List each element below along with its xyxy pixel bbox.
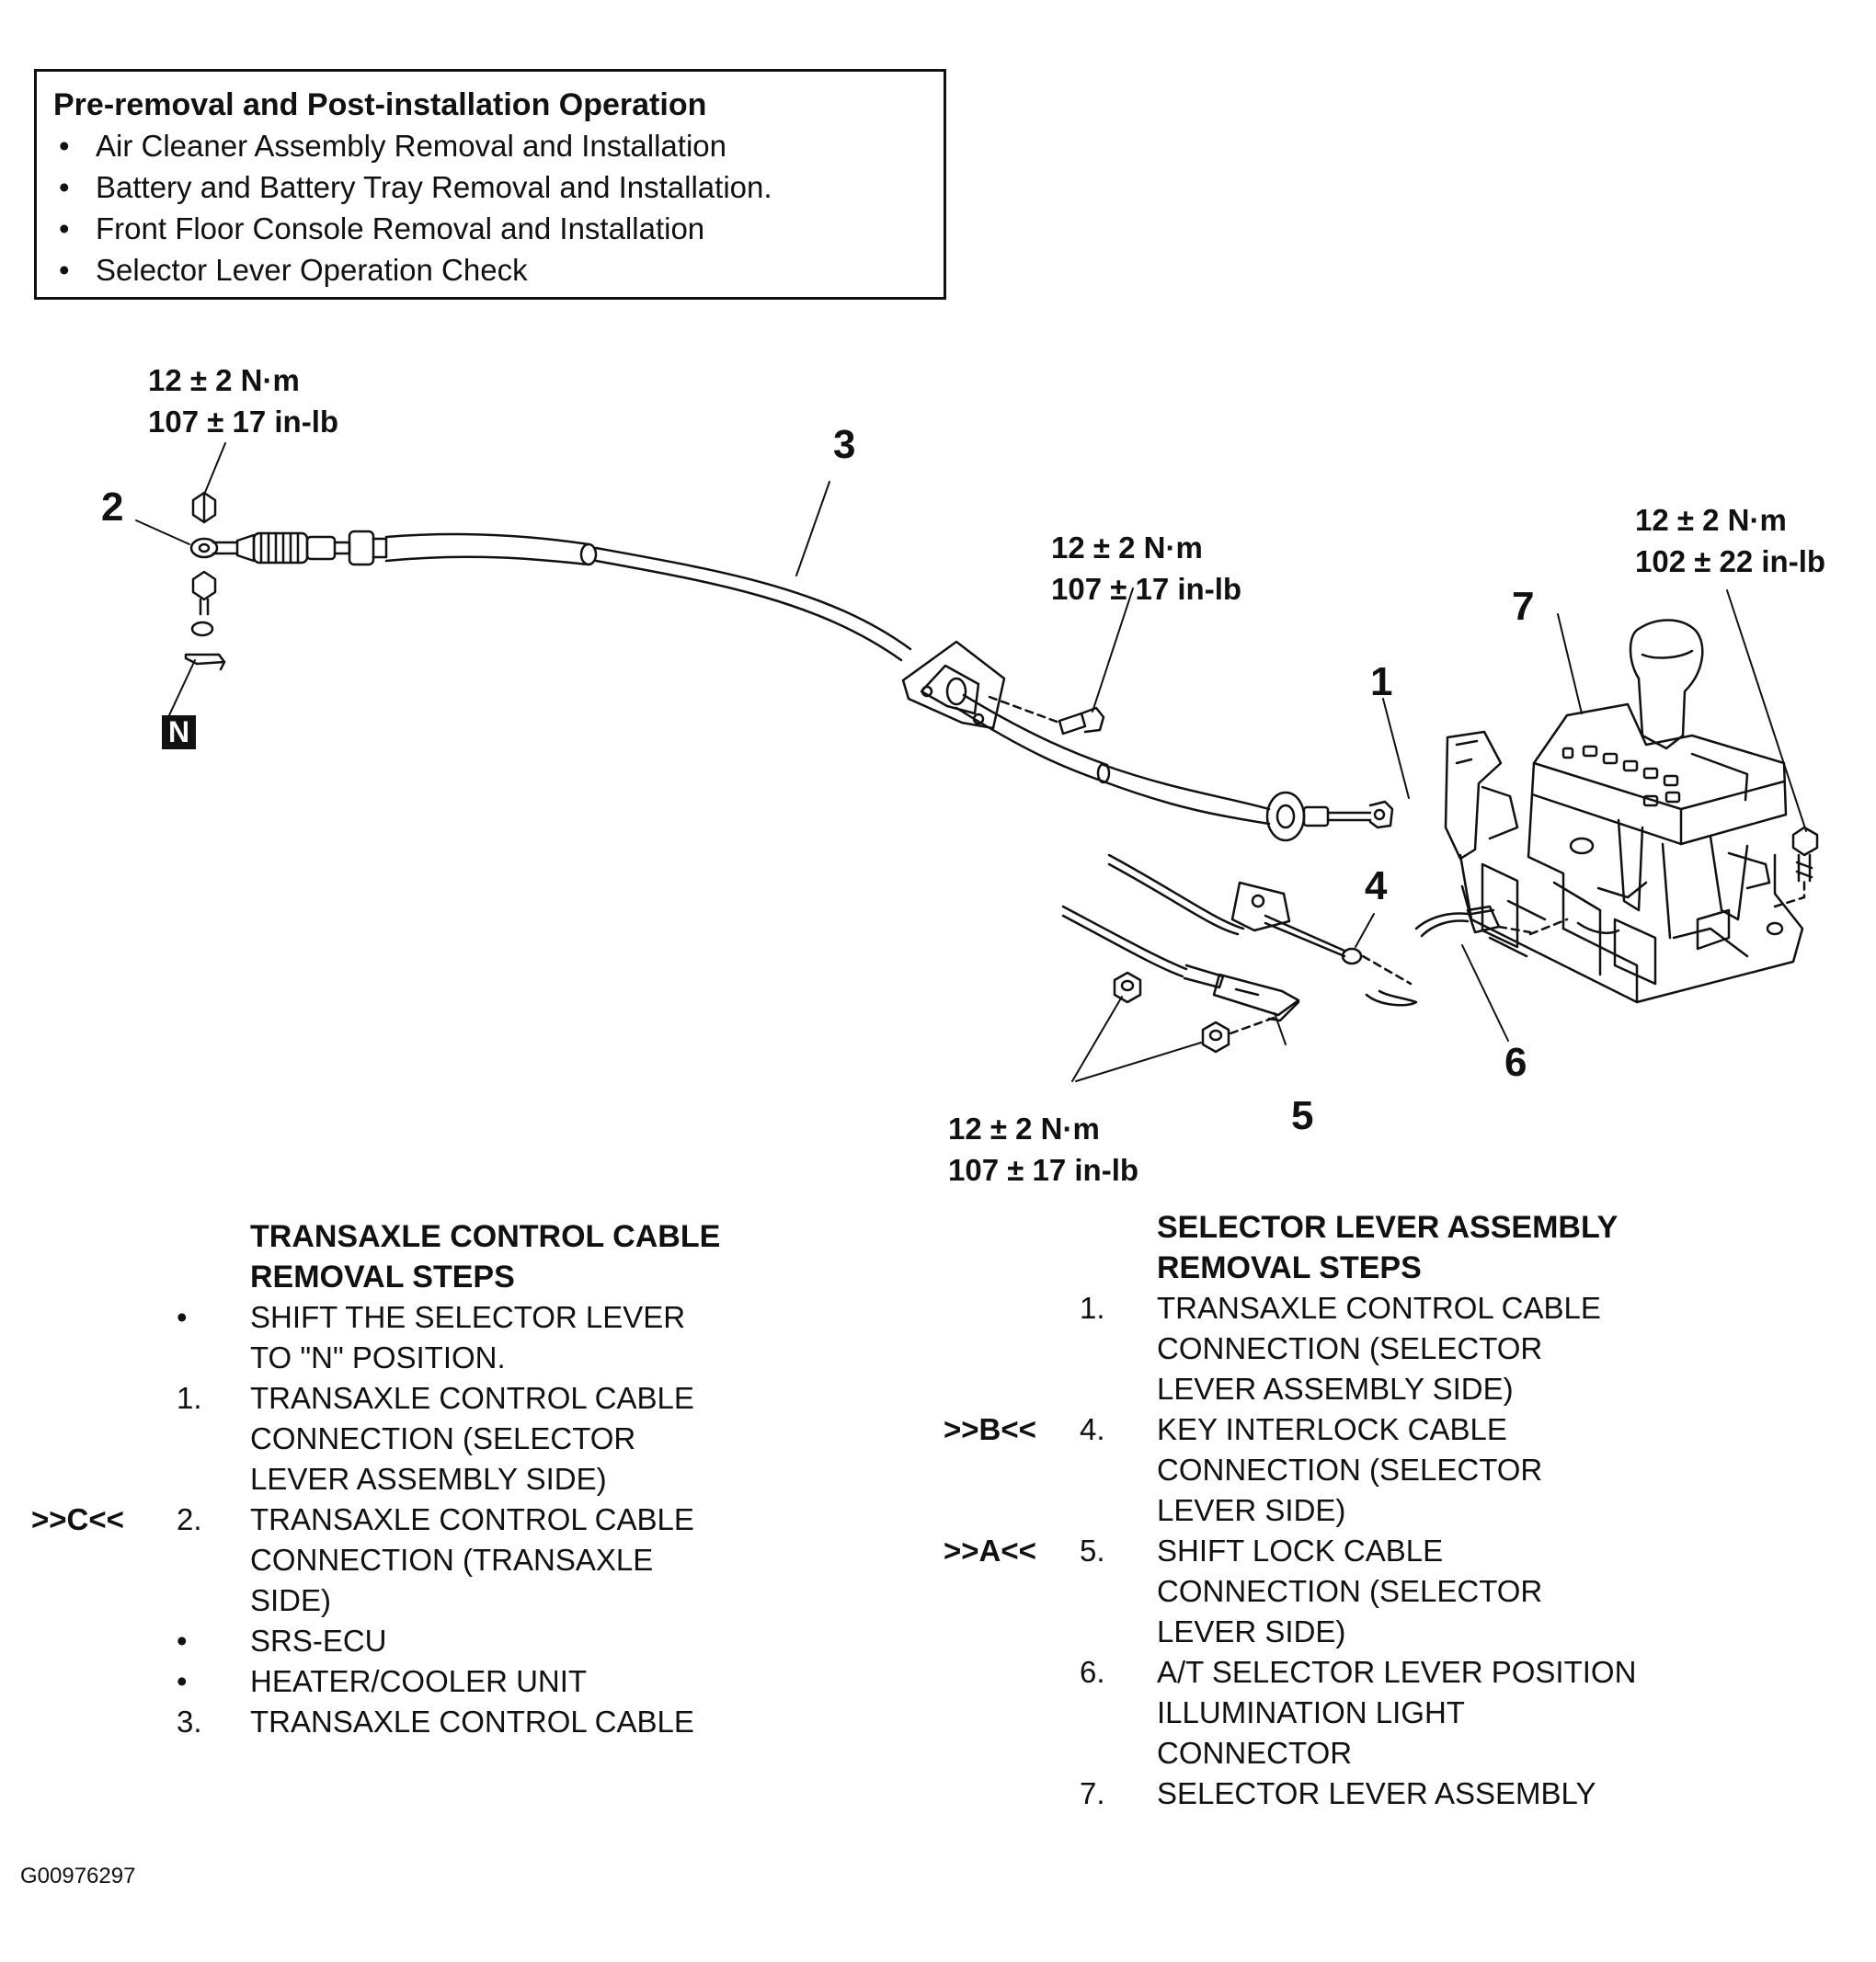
step-text: HEATER/COOLER UNIT xyxy=(250,1664,588,1698)
torque-inlb: 107 ± 17 in-lb xyxy=(148,405,339,439)
step-text: SHIFT LOCK CABLE CONNECTION (SELECTOR LE… xyxy=(1157,1534,1543,1648)
pre-removal-title: Pre-removal and Post-installation Operat… xyxy=(53,87,707,122)
torque-inlb: 102 ± 22 in-lb xyxy=(1635,544,1826,578)
transaxle-side-cable-end xyxy=(189,530,388,566)
torque-inlb: 107 ± 17 in-lb xyxy=(948,1153,1139,1187)
step-text: TRANSAXLE CONTROL CABLE xyxy=(250,1705,694,1739)
step-number: 2. xyxy=(177,1502,202,1536)
step-ref: >>A<< xyxy=(944,1534,1036,1568)
step-text: A/T SELECTOR LEVER POSITION ILLUMINATION… xyxy=(1157,1655,1637,1770)
torque-nm: 12 ± 2 N·m xyxy=(148,363,300,397)
callout-1: 1 xyxy=(1370,659,1393,704)
transaxle-side-hardware xyxy=(184,491,226,671)
callout-7: 7 xyxy=(1512,584,1535,629)
key-interlock-cable xyxy=(1107,853,1418,1007)
step-ref: >>C<< xyxy=(31,1502,124,1536)
torque-nm: 12 ± 2 N·m xyxy=(1635,503,1787,537)
pre-removal-item: Selector Lever Operation Check xyxy=(53,249,927,291)
step-text: SHIFT THE SELECTOR LEVER TO "N" POSITION… xyxy=(250,1300,686,1375)
step-row: >>C<< 2. TRANSAXLE CONTROL CABLE CONNECT… xyxy=(0,1500,883,1621)
step-bullet: • xyxy=(177,1624,188,1658)
torque-nm: 12 ± 2 N·m xyxy=(1051,530,1203,565)
selector-mounting-bolt xyxy=(1791,826,1819,883)
step-number: 3. xyxy=(177,1705,202,1739)
step-number: 7. xyxy=(1080,1776,1105,1810)
step-row: • SRS-ECU xyxy=(0,1621,883,1661)
step-text: SELECTOR LEVER ASSEMBLY xyxy=(1157,1776,1596,1810)
step-ref: >>B<< xyxy=(944,1412,1036,1446)
transaxle-control-cable xyxy=(384,532,1394,842)
torque-inlb: 107 ± 17 in-lb xyxy=(1051,572,1242,606)
callout-2: 2 xyxy=(101,485,124,530)
callout-3: 3 xyxy=(833,422,856,467)
callout-4: 4 xyxy=(1365,863,1388,908)
step-bullet: • xyxy=(177,1300,188,1334)
torque-spec-bracket-bolt: 12 ± 2 N·m 107 ± 17 in-lb xyxy=(1051,527,1241,610)
step-number: 1. xyxy=(1080,1291,1105,1325)
step-row: >>B<< 4. KEY INTERLOCK CABLE CONNECTION … xyxy=(920,1409,1867,1531)
figure-code: G00976297 xyxy=(20,1864,136,1888)
step-row: • SHIFT THE SELECTOR LEVER TO "N" POSITI… xyxy=(0,1297,883,1378)
transaxle-steps-title: TRANSAXLE CONTROL CABLE REMOVAL STEPS xyxy=(250,1219,721,1295)
callout-6: 6 xyxy=(1504,1040,1527,1085)
step-row: 3. TRANSAXLE CONTROL CABLE xyxy=(0,1702,883,1742)
torque-spec-selector-bolt: 12 ± 2 N·m 102 ± 22 in-lb xyxy=(1635,499,1825,582)
leader-lines xyxy=(135,442,1807,1082)
step-text: SRS-ECU xyxy=(250,1624,387,1658)
torque-spec-shift-lock-nuts: 12 ± 2 N·m 107 ± 17 in-lb xyxy=(948,1108,1138,1191)
step-row: 6. A/T SELECTOR LEVER POSITION ILLUMINAT… xyxy=(920,1652,1867,1774)
pre-removal-box: Pre-removal and Post-installation Operat… xyxy=(34,69,946,300)
transaxle-removal-steps: TRANSAXLE CONTROL CABLE REMOVAL STEPS • … xyxy=(0,1216,883,1742)
selector-steps-title: SELECTOR LEVER ASSEMBLY REMOVAL STEPS xyxy=(1157,1210,1619,1285)
shift-lock-cable xyxy=(1061,905,1300,1054)
selector-removal-steps: SELECTOR LEVER ASSEMBLY REMOVAL STEPS 1.… xyxy=(920,1207,1867,1814)
step-row: 1. TRANSAXLE CONTROL CABLE CONNECTION (S… xyxy=(0,1378,883,1500)
step-number: 5. xyxy=(1080,1534,1105,1568)
callout-5: 5 xyxy=(1291,1093,1314,1138)
bracket-bolt xyxy=(988,695,1105,736)
step-row: >>A<< 5. SHIFT LOCK CABLE CONNECTION (SE… xyxy=(920,1531,1867,1652)
step-row: • HEATER/COOLER UNIT xyxy=(0,1661,883,1702)
step-text: TRANSAXLE CONTROL CABLE CONNECTION (SELE… xyxy=(1157,1291,1601,1406)
step-number: 1. xyxy=(177,1381,202,1415)
selector-lever-assembly xyxy=(1444,619,1806,1004)
pre-removal-item: Air Cleaner Assembly Removal and Install… xyxy=(53,125,927,166)
step-number: 4. xyxy=(1080,1412,1105,1446)
torque-nm: 12 ± 2 N·m xyxy=(948,1112,1100,1146)
step-row: 1. TRANSAXLE CONTROL CABLE CONNECTION (S… xyxy=(920,1288,1867,1409)
step-text: TRANSAXLE CONTROL CABLE CONNECTION (SELE… xyxy=(250,1381,694,1496)
step-bullet: • xyxy=(177,1664,188,1698)
neutral-position-marker: N xyxy=(162,715,196,749)
exploded-view-diagram xyxy=(135,442,1819,1082)
pre-removal-list: Air Cleaner Assembly Removal and Install… xyxy=(53,125,927,291)
step-row: 7. SELECTOR LEVER ASSEMBLY xyxy=(920,1774,1867,1814)
pre-removal-item: Front Floor Console Removal and Installa… xyxy=(53,208,927,249)
torque-spec-transaxle-nut: 12 ± 2 N·m 107 ± 17 in-lb xyxy=(148,359,338,442)
pre-removal-item: Battery and Battery Tray Removal and Ins… xyxy=(53,166,927,208)
step-text: KEY INTERLOCK CABLE CONNECTION (SELECTOR… xyxy=(1157,1412,1543,1527)
step-number: 6. xyxy=(1080,1655,1105,1689)
step-text: TRANSAXLE CONTROL CABLE CONNECTION (TRAN… xyxy=(250,1502,694,1617)
